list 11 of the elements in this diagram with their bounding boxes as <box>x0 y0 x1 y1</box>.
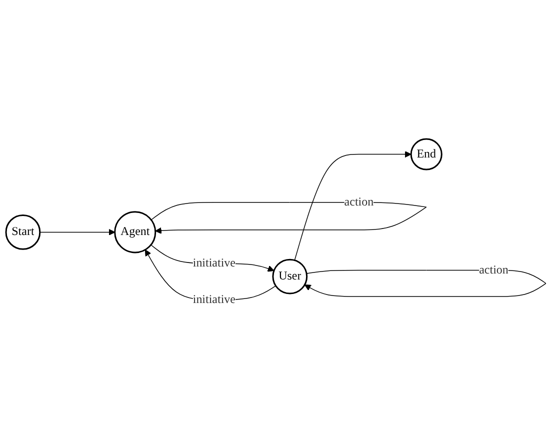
edge-label: initiative <box>192 256 236 270</box>
edge-label: action <box>344 196 374 208</box>
edge-label: action <box>479 264 508 276</box>
edge-label: initiative <box>192 293 236 306</box>
node-circle: User <box>272 258 308 294</box>
node-circle: End <box>410 138 442 170</box>
arrow <box>294 151 412 261</box>
node-circle: Agent <box>114 211 156 254</box>
arrow <box>144 250 276 300</box>
arrow <box>40 228 116 236</box>
node-circle: Start <box>5 214 41 250</box>
